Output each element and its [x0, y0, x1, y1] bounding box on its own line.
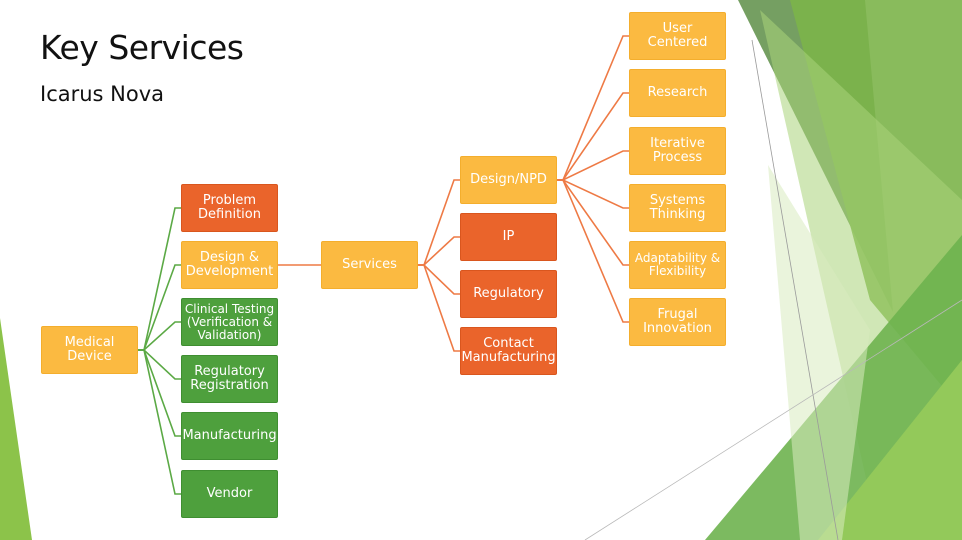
- connector-8: [418, 236, 460, 266]
- node-services: Services: [321, 241, 418, 289]
- node-medical-device: Medical Device: [41, 326, 138, 374]
- node-ip: IP: [460, 213, 557, 261]
- node-regulatory: Regulatory: [460, 270, 557, 318]
- connector-13: [557, 150, 629, 181]
- node-research: Research: [629, 69, 726, 117]
- node-adaptability-flexibility: Adaptability & Flexibility: [629, 241, 726, 289]
- deco-bottom-right: [818, 360, 962, 540]
- node-problem-definition: Problem Definition: [181, 184, 278, 232]
- node-regulatory-registration: Regulatory Registration: [181, 355, 278, 403]
- connector-5: [138, 349, 181, 495]
- connector-11: [557, 35, 629, 181]
- node-user-centered: User Centered: [629, 12, 726, 60]
- deco-left-triangle: [0, 318, 32, 540]
- node-vendor: Vendor: [181, 470, 278, 518]
- node-contact-manufacturing: Contact Manufacturing: [460, 327, 557, 375]
- node-frugal-innovation: Frugal Innovation: [629, 298, 726, 346]
- connector-16: [557, 179, 629, 323]
- deco-thin-line-1: [751, 39, 839, 540]
- node-iterative-process: Iterative Process: [629, 127, 726, 175]
- node-clinical-testing: Clinical Testing (Verification & Validat…: [181, 298, 278, 346]
- connector-10: [418, 264, 460, 352]
- connector-9: [418, 264, 460, 295]
- node-design-development: Design & Development: [181, 241, 278, 289]
- slide-subtitle: Icarus Nova: [40, 82, 165, 106]
- node-manufacturing: Manufacturing: [181, 412, 278, 460]
- deco-thin-line-2: [584, 299, 962, 540]
- deco-mid-pale: [768, 165, 870, 540]
- connector-0: [138, 207, 181, 351]
- slide-title: Key Services: [40, 28, 244, 67]
- node-systems-thinking: Systems Thinking: [629, 184, 726, 232]
- connector-7: [418, 179, 460, 266]
- connector-14: [557, 179, 629, 209]
- node-design-npd: Design/NPD: [460, 156, 557, 204]
